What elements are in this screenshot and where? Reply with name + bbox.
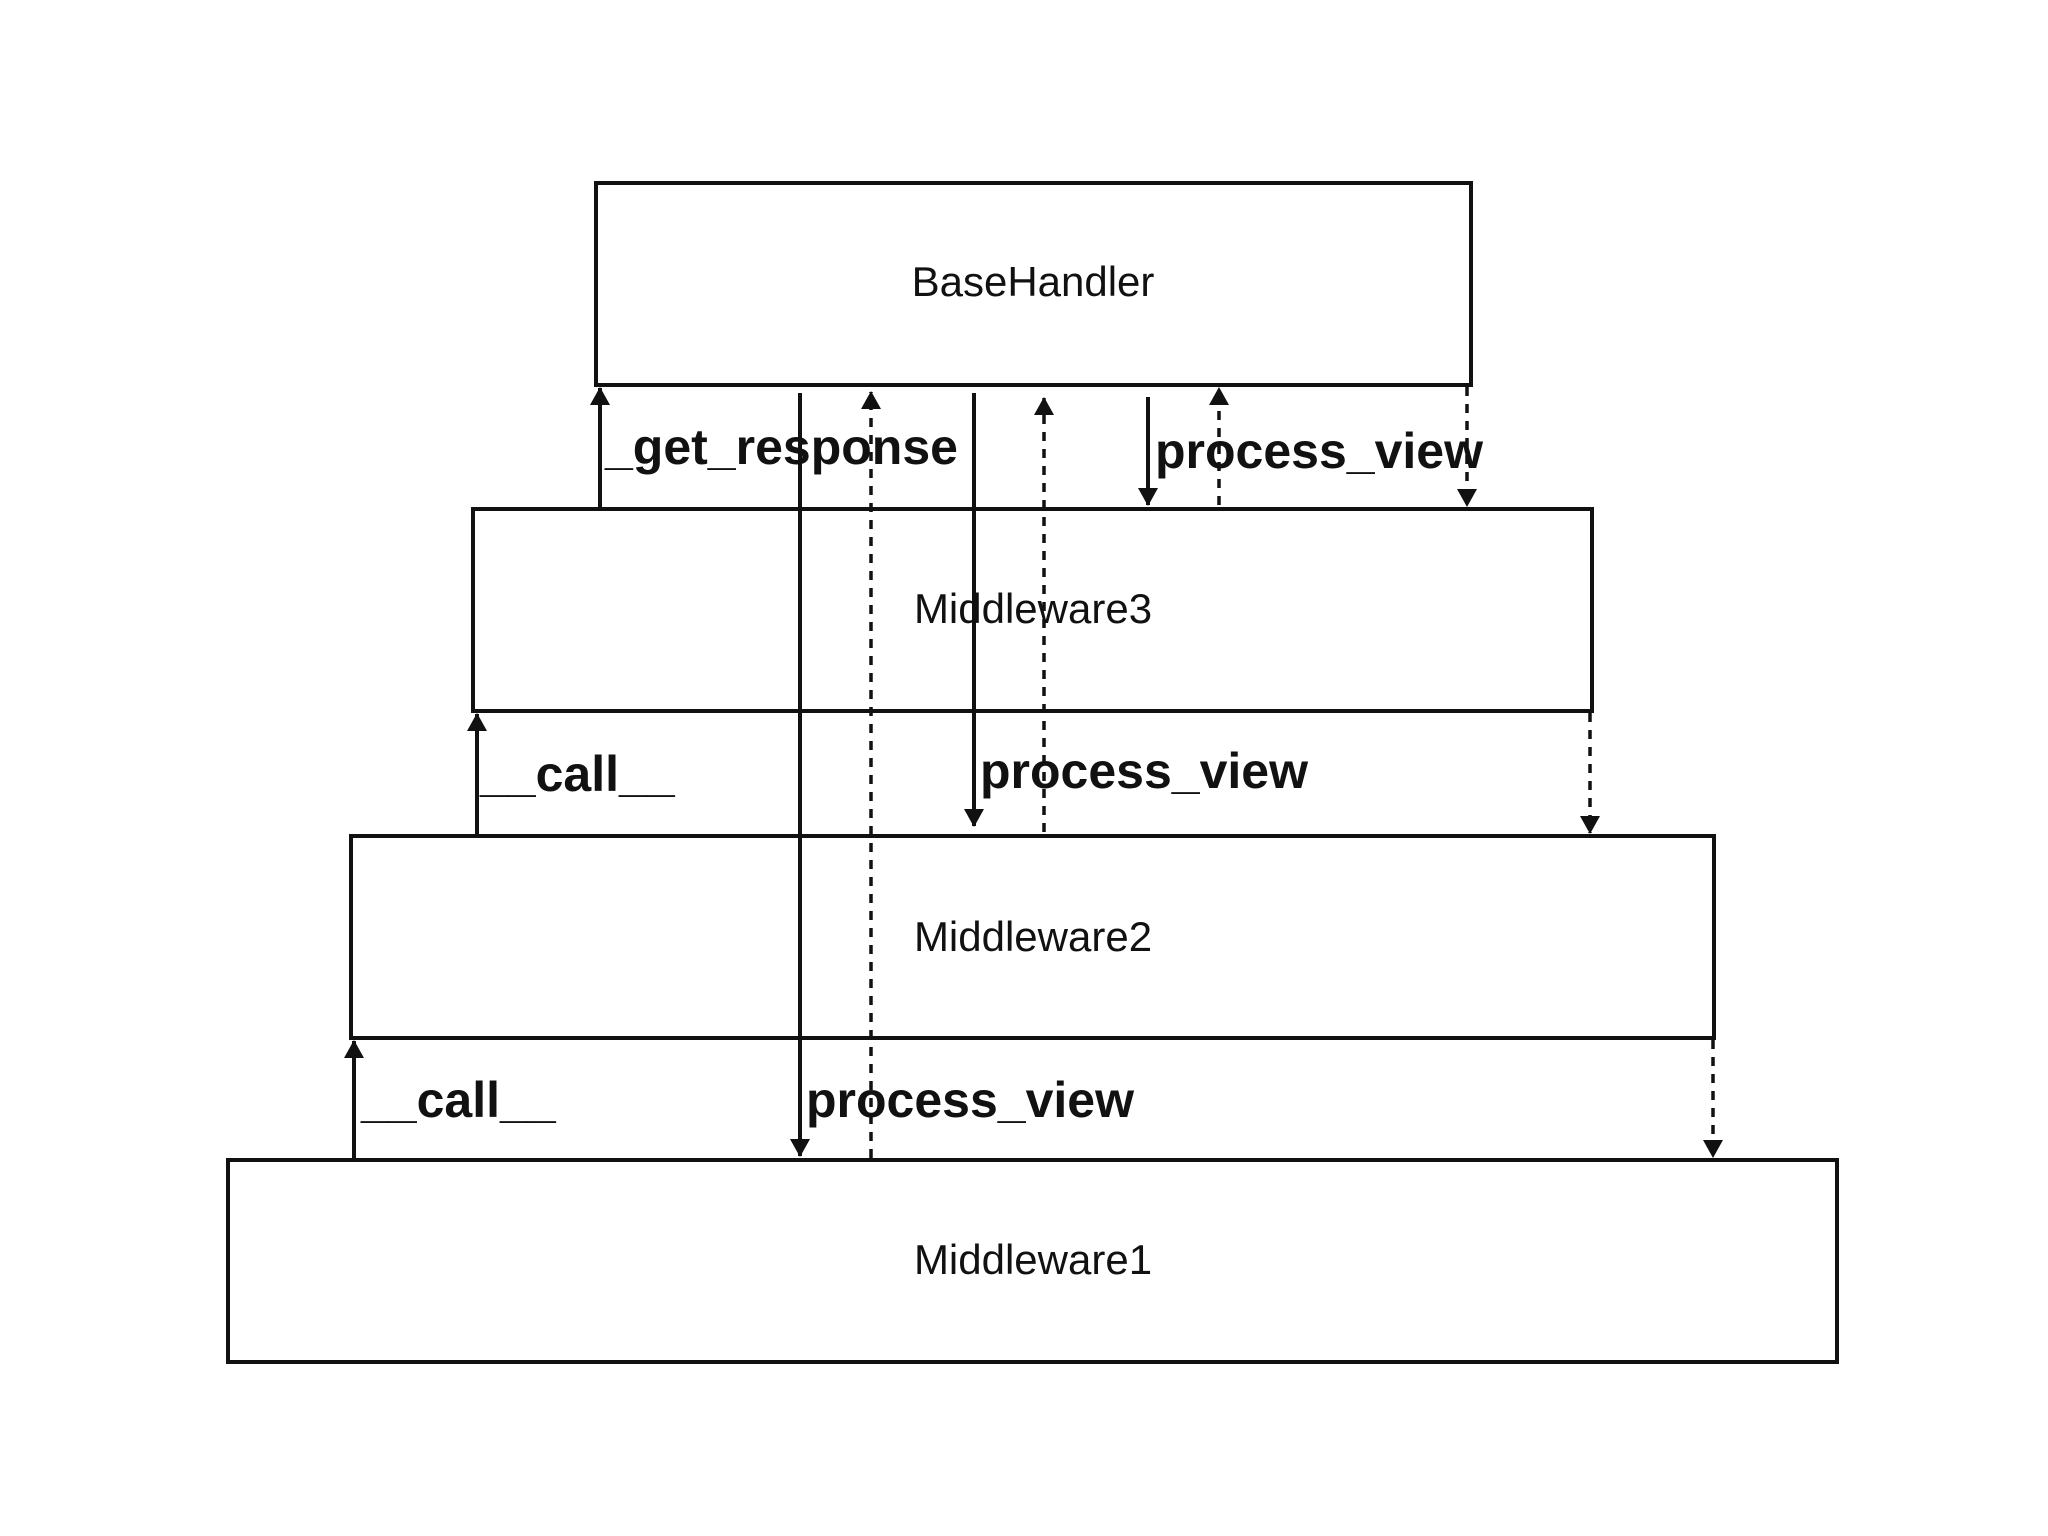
middleware1-label: Middleware1: [914, 1236, 1152, 1283]
call-label-mw1: __call__: [360, 1072, 557, 1128]
process-view-label-top: process_view: [1155, 423, 1483, 479]
middleware2-box: Middleware2: [349, 834, 1716, 1040]
call-label-mw2: __call__: [479, 746, 676, 802]
base-handler-label: BaseHandler: [912, 258, 1155, 305]
base-handler-box: BaseHandler: [594, 181, 1473, 387]
process-view-label-bottom: process_view: [806, 1072, 1134, 1128]
middleware3-box: Middleware3: [471, 507, 1594, 713]
middleware3-label: Middleware3: [914, 585, 1152, 632]
middleware2-label: Middleware2: [914, 913, 1152, 960]
middleware1-box: Middleware1: [226, 1158, 1839, 1364]
process-view-label-middle: process_view: [980, 743, 1308, 799]
get-response-label: _get_response: [604, 419, 958, 475]
